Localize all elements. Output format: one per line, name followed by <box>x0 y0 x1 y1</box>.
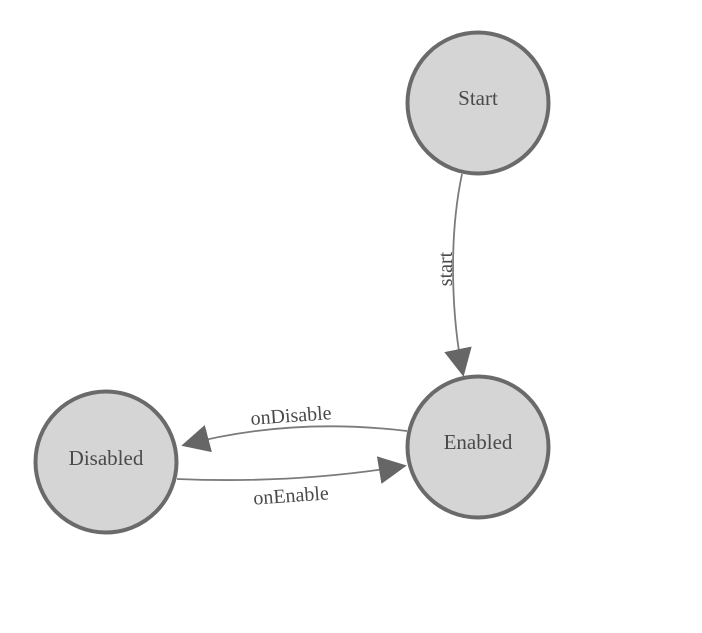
edge-disabled-to-enabled[interactable]: onEnable <box>176 456 407 510</box>
state-circle-enabled[interactable] <box>405 374 551 520</box>
state-label-start: Start <box>458 86 498 110</box>
edge-enabled-to-disabled[interactable]: onDisable <box>181 402 408 453</box>
edge-line-onenable[interactable] <box>176 456 407 484</box>
edge-label-onenable: onEnable <box>253 482 330 509</box>
state-label-enabled: Enabled <box>444 430 513 454</box>
edge-label-start: start <box>435 251 457 286</box>
state-circle-start[interactable] <box>405 30 551 176</box>
state-node-start[interactable]: Start <box>405 30 551 176</box>
state-label-disabled: Disabled <box>69 446 144 470</box>
state-node-enabled[interactable]: Enabled <box>405 374 551 520</box>
state-node-disabled[interactable]: Disabled <box>33 389 179 535</box>
edge-line-start[interactable] <box>444 173 472 377</box>
edge-start-to-enabled[interactable]: start <box>435 173 472 377</box>
state-circle-disabled[interactable] <box>33 389 179 535</box>
edge-line-ondisable[interactable] <box>181 425 408 453</box>
